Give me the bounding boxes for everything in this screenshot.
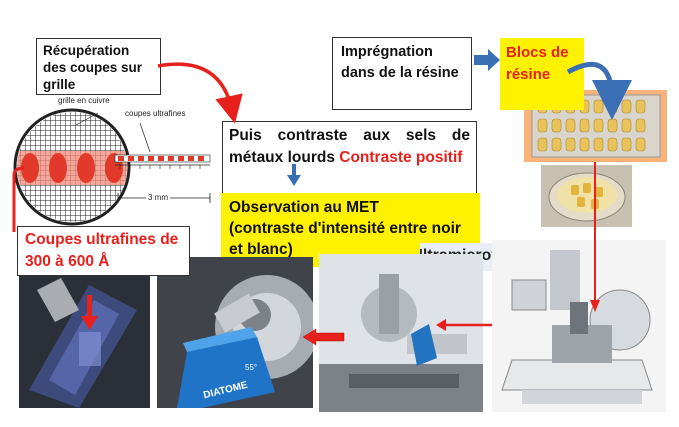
arrow-knife-to-grid xyxy=(81,295,98,330)
contrast-text: Puis contraste aux sels de métaux lourds xyxy=(229,127,470,166)
arrow-blocks-curve xyxy=(566,61,632,120)
ultrathin-sections-box: Coupes ultrafines de 300 à 600 Å xyxy=(17,226,190,276)
copper-grid-label: grille en cuivre xyxy=(58,96,110,105)
arrow-ultrathin-to-grid xyxy=(12,166,25,232)
observation-title: Observation au MET xyxy=(229,199,379,216)
resin-blocks-text: Blocs de résine xyxy=(506,44,569,83)
copper-grid-illustration xyxy=(13,108,211,226)
scale-label: 3 mm xyxy=(146,193,170,202)
observation-box: Observation au MET (contraste d'intensit… xyxy=(221,193,480,267)
observation-detail: (contraste d'intensité entre noir et bla… xyxy=(229,220,461,258)
contrast-accent-text: Contraste positif xyxy=(339,149,463,166)
arrow-recovery-to-contrast xyxy=(157,62,243,124)
knife-angle-label: 55° xyxy=(245,363,258,372)
arrow-arm-to-knife xyxy=(302,328,345,346)
resin-blocks-box: Blocs de résine xyxy=(500,38,584,110)
recovery-box: Récupération des coupes sur grille xyxy=(36,38,161,95)
impregnation-text: Imprégnation dans de la résine xyxy=(341,44,459,81)
arrow-contrast-to-observation xyxy=(287,164,301,186)
microtome-arm-photo xyxy=(319,254,483,412)
sections-on-knife-photo xyxy=(19,270,150,408)
petri-dish-photo xyxy=(541,165,632,227)
arrow-blocks-to-microtome xyxy=(590,162,600,312)
contrast-box: Puis contraste aux sels de métaux lourds… xyxy=(222,121,477,195)
ultrathin-sections-text: Coupes ultrafines de 300 à 600 Å xyxy=(25,231,179,270)
ultramicrotome-machine-photo xyxy=(492,240,666,412)
arrow-impregnation-to-blocks xyxy=(474,49,500,71)
impregnation-box: Imprégnation dans de la résine xyxy=(332,37,472,110)
diamond-knife-photo: 55° DIATOME xyxy=(157,257,313,408)
ultrathin-sections-label: coupes ultrafines xyxy=(125,109,186,118)
arrow-machine-to-arm xyxy=(436,319,492,331)
recovery-text: Récupération des coupes sur grille xyxy=(43,43,143,92)
